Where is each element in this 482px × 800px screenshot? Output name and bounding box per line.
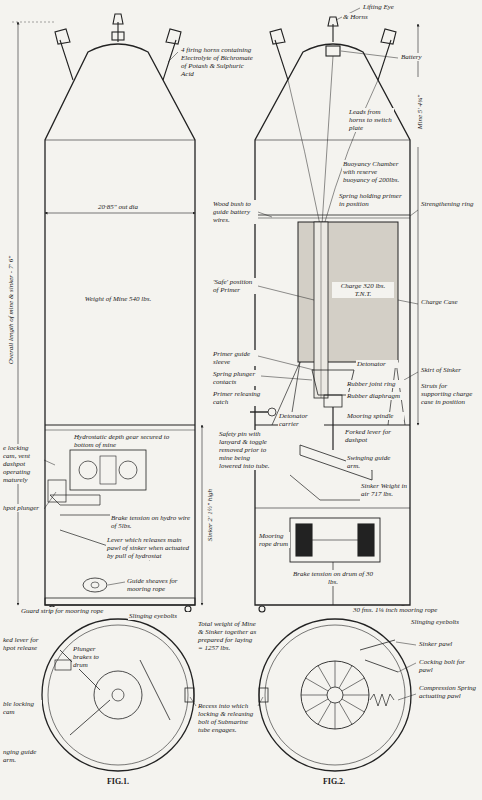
part-label: Guide sheaves for mooring rope [126, 577, 192, 593]
part-label: 'Safe' position of Primer [212, 278, 256, 294]
part-label: 4 firing horns containing Electrolyte of… [180, 46, 258, 78]
part-label: Mooring spindle [346, 412, 404, 420]
part-label: Detonator carrier [278, 412, 324, 428]
part-label: ble locking cam [2, 700, 42, 716]
part-label: hpot plunger [2, 504, 44, 512]
part-label: Weight of Mine 540 lbs. [66, 295, 170, 303]
part-label: Charge 320 lbs. T.N.T. [332, 282, 394, 298]
part-label: Rubber diaphragm [346, 392, 408, 400]
part-label: Detonator [356, 360, 398, 368]
part-label: Leads from horns to switch plate [348, 108, 394, 132]
dimension-label: Mine 5' 4¾" [416, 77, 424, 147]
part-label: Safety pin with lanyard & toggle removed… [218, 430, 274, 470]
part-label: Strengthening ring [420, 200, 478, 208]
figure-caption: FIG.2. [308, 777, 360, 786]
part-label: Wood bush to guide battery wires. [212, 200, 258, 224]
part-label: Total weight of Mine & Sinker together a… [197, 620, 259, 652]
part-label: 20·85" out dia [72, 203, 164, 211]
part-label: ked lever for hpot release [2, 636, 40, 652]
part-label: Sinker Weight in air 717 lbs. [360, 482, 408, 498]
part-label: Brake tension on hydro wire of 5lbs. [110, 514, 192, 530]
part-label: e locking cam, vent dashpot operating ma… [2, 444, 44, 484]
part-label: Sinker pawl [418, 640, 476, 648]
part-label: Forked lever for dashpot [344, 428, 408, 444]
part-label: Brake tension on drum of 30 lbs. [290, 570, 376, 586]
part-label: Swinging guide arm. [346, 454, 406, 470]
part-label: nging guide arm. [2, 748, 46, 764]
part-label: Hydrostatic depth gear secured to bottom… [73, 433, 171, 449]
part-label: Buoyancy Chamber with reserve buoyancy o… [342, 160, 406, 184]
part-label: Slinging eyebolts [410, 618, 478, 626]
part-label: Slinging eyebolts [128, 612, 192, 620]
part-label: Battery [400, 53, 446, 61]
part-label: Rubber joint ring [346, 380, 408, 388]
part-label: Compression Spring actuating pawl [418, 684, 480, 700]
part-label: & Horns [342, 13, 378, 21]
part-label: Struts for supporting charge case in pos… [420, 382, 478, 406]
part-label: Cocking bolt for pawl [418, 658, 478, 674]
part-label: Lifting Eye [362, 3, 414, 11]
part-label: Primer releasing catch [212, 390, 268, 406]
part-label: Lever which releases main pawl of sinker… [106, 536, 192, 560]
part-label: Mooring rope drum [258, 532, 290, 548]
part-label: Recess into which locking & releasing bo… [197, 702, 257, 734]
dimension-label: Overall length of mine & sinker - 7' 6" [7, 205, 15, 415]
part-label: 30 fms. 1⅛ inch mooring rope [352, 606, 478, 614]
part-label: Charge Case [420, 298, 476, 306]
figure-caption: FIG.1. [92, 777, 144, 786]
part-label: Plunger brakes to drum [72, 645, 116, 669]
part-label: Spring plunger contacts [212, 370, 260, 386]
part-label: Spring holding primer in position [338, 192, 408, 208]
part-label: Guard strip for mooring rope [20, 607, 124, 615]
part-label: Primer guide sleeve [212, 350, 258, 366]
dimension-label: Sinker 2' 1½" high [206, 455, 214, 575]
part-label: Skirt of Sinker [420, 366, 478, 374]
